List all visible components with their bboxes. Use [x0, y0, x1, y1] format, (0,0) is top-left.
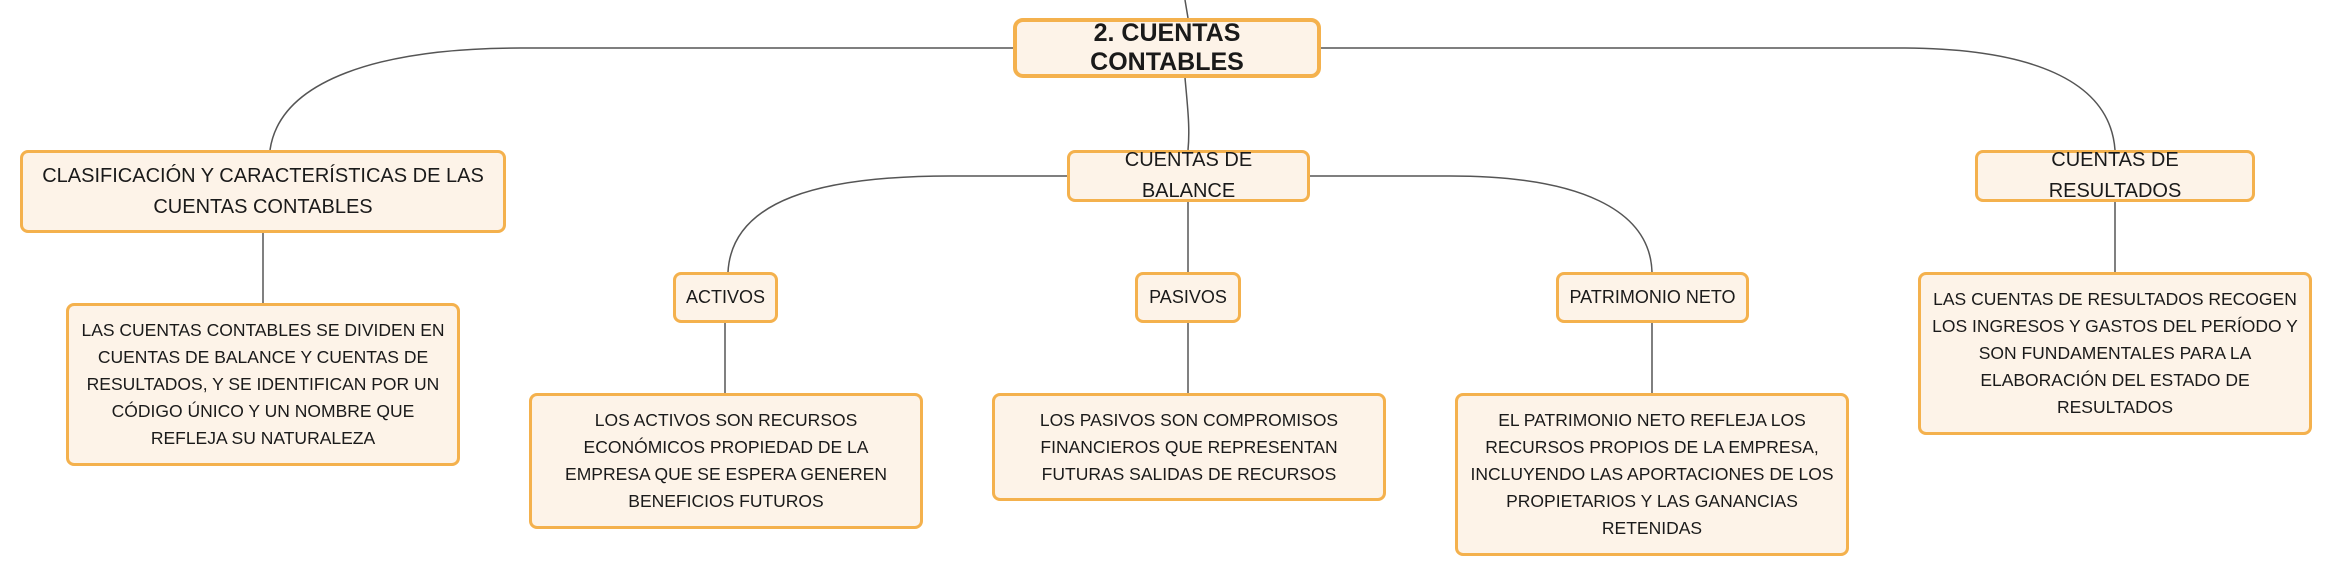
topic-clasificacion-label: CLASIFICACIÓN Y CARACTERÍSTICAS DE LAS C… [42, 164, 484, 218]
subtopic-activos-label: ACTIVOS [686, 287, 766, 307]
detail-activos-text: LOS ACTIVOS SON RECURSOS ECONÓMICOS PROP… [565, 410, 887, 511]
root-label: 2. CUENTAS CONTABLES [1090, 19, 1244, 76]
subtopic-pasivos-label: PASIVOS [1149, 287, 1227, 307]
subtopic-patrimonio-neto-label: PATRIMONIO NETO [1569, 287, 1736, 307]
detail-cuentas-resultados[interactable]: LAS CUENTAS DE RESULTADOS RECOGEN LOS IN… [1918, 272, 2312, 435]
detail-patrimonio-neto-text: EL PATRIMONIO NETO REFLEJA LOS RECURSOS … [1470, 410, 1834, 538]
detail-clasificacion-text: LAS CUENTAS CONTABLES SE DIVIDEN EN CUEN… [81, 320, 445, 448]
subtopic-activos[interactable]: ACTIVOS [673, 272, 778, 323]
topic-cuentas-balance-label: CUENTAS DE BALANCE [1124, 149, 1253, 202]
detail-pasivos[interactable]: LOS PASIVOS SON COMPROMISOS FINANCIEROS … [992, 393, 1386, 501]
subtopic-pasivos[interactable]: PASIVOS [1135, 272, 1241, 323]
topic-cuentas-resultados-label: CUENTAS DE RESULTADOS [2048, 149, 2182, 202]
topic-cuentas-resultados[interactable]: CUENTAS DE RESULTADOS [1975, 149, 2255, 202]
detail-activos[interactable]: LOS ACTIVOS SON RECURSOS ECONÓMICOS PROP… [529, 393, 923, 529]
subtopic-patrimonio-neto[interactable]: PATRIMONIO NETO [1556, 272, 1749, 323]
detail-cuentas-resultados-text: LAS CUENTAS DE RESULTADOS RECOGEN LOS IN… [1932, 289, 2298, 417]
topic-cuentas-balance[interactable]: CUENTAS DE BALANCE [1067, 149, 1310, 202]
root-node[interactable]: 2. CUENTAS CONTABLES [1013, 18, 1321, 78]
detail-pasivos-text: LOS PASIVOS SON COMPROMISOS FINANCIEROS … [1039, 409, 1339, 484]
detail-clasificacion[interactable]: LAS CUENTAS CONTABLES SE DIVIDEN EN CUEN… [66, 303, 460, 466]
topic-clasificacion[interactable]: CLASIFICACIÓN Y CARACTERÍSTICAS DE LAS C… [20, 150, 506, 233]
detail-patrimonio-neto[interactable]: EL PATRIMONIO NETO REFLEJA LOS RECURSOS … [1455, 393, 1849, 556]
